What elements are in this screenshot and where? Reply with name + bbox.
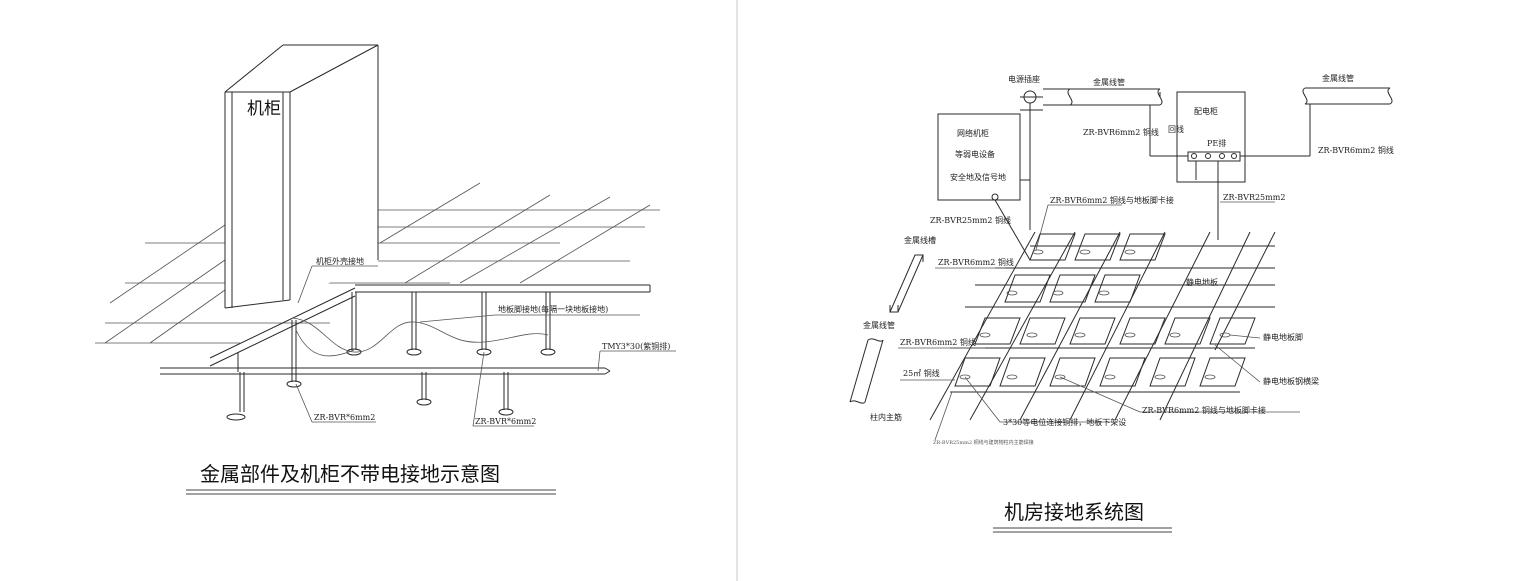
raised-floor-grid (95, 182, 660, 367)
ground-wires (994, 92, 1311, 261)
power-socket: 电源插座 (1008, 74, 1043, 104)
svg-text:等弱电设备: 等弱电设备 (955, 149, 995, 159)
svg-text:网络机柜: 网络机柜 (957, 128, 989, 138)
svg-text:柱内主筋: 柱内主筋 (870, 412, 902, 422)
svg-text:ZR-BVR6mm2 铜线: ZR-BVR6mm2 铜线 (1318, 145, 1394, 155)
left-diagram: 机柜 (95, 44, 676, 495)
svg-text:安全地及信号地: 安全地及信号地 (950, 172, 1006, 182)
svg-text:ZR-BVR25mm2: ZR-BVR25mm2 (1223, 193, 1285, 202)
distribution-cabinet: 配电柜 回线 PE排 (1168, 91, 1246, 183)
svg-text:ZR-BVR6mm2 铜线与地板脚卡接: ZR-BVR6mm2 铜线与地板脚卡接 (1142, 405, 1266, 415)
svg-text:ZR-BVR6mm2 铜线与地板脚卡接: ZR-BVR6mm2 铜线与地板脚卡接 (1050, 195, 1174, 205)
pedestal-ground-label: 地板脚接地(每隔一块地板接地) (498, 304, 608, 314)
left-caption: 金属部件及机柜不带电接地示意图 (200, 462, 500, 486)
network-cabinet: 网络机柜 等弱电设备 安全地及信号地 (937, 113, 1021, 201)
busbar-label: TMY3*30(紫铜排) (602, 341, 670, 351)
cabinet-label: 机柜 (247, 99, 281, 119)
right-side-labels: 静电地板 静电地板脚 静电地板钢横梁 3*30等电位连接铜排，地板下架设 ZR-… (933, 277, 1319, 446)
upper-wire-labels: ZR-BVR6mm2 铜线 ZR-BVR6mm2 铜线 ZR-BVR25mm2 … (930, 127, 1394, 251)
svg-text:金属线管: 金属线管 (863, 320, 895, 330)
svg-text:ZR-BVR6mm2 铜线: ZR-BVR6mm2 铜线 (938, 257, 1014, 267)
cabinet-ground-label: 机柜外壳接地 (316, 256, 364, 266)
svg-text:PE排: PE排 (1207, 138, 1226, 148)
right-caption: 机房接地系统图 (1004, 500, 1144, 524)
svg-text:ZR-BVR6mm2 铜线: ZR-BVR6mm2 铜线 (900, 337, 976, 347)
svg-text:金属线槽: 金属线槽 (904, 235, 936, 245)
wire-label-b: ZR-BVR*6mm2 (475, 417, 536, 426)
svg-text:回线: 回线 (1168, 124, 1184, 134)
left-labels: 机柜外壳接地 地板脚接地(每隔一块地板接地) TMY3*30(紫铜排) ZR-B… (295, 256, 676, 427)
conduit-top: 金属线管 (1043, 77, 1163, 106)
svg-text:金属线管: 金属线管 (1093, 77, 1125, 87)
conduit-left: 金属线管 ZR-BVR6mm2 铜线 25㎡ 铜线 柱内主筋 (849, 320, 985, 422)
floor-tiles (954, 233, 1256, 387)
floor-pedestals (226, 292, 556, 421)
wire-label-a: ZR-BVR*6mm2 (314, 413, 375, 422)
svg-text:3*30等电位连接铜排，地板下架设: 3*30等电位连接铜排，地板下架设 (1003, 417, 1126, 427)
svg-text:ZR-BVR25mm2 铜线: ZR-BVR25mm2 铜线 (930, 215, 1011, 225)
svg-text:25㎡ 铜线: 25㎡ 铜线 (903, 368, 940, 378)
cabinet: 机柜 (224, 44, 379, 309)
svg-text:静电地板钢横梁: 静电地板钢横梁 (1263, 376, 1319, 386)
svg-text:配电柜: 配电柜 (1194, 106, 1218, 116)
right-diagram: 电源插座 金属线管 金属线管 网络机柜 等弱电设备 安全地及信号地 配 (849, 73, 1394, 533)
copper-busbar (160, 317, 611, 375)
svg-text:金属线管: 金属线管 (1322, 73, 1354, 83)
svg-text:静电地板: 静电地板 (1186, 277, 1218, 287)
metal-tray: 金属线槽 ZR-BVR6mm2 铜线 (889, 235, 1014, 313)
svg-text:ZR-BVR25mm2 铜线与建筑物柱内主筋焊接: ZR-BVR25mm2 铜线与建筑物柱内主筋焊接 (933, 439, 1034, 446)
svg-text:静电地板脚: 静电地板脚 (1263, 332, 1303, 342)
svg-text:ZR-BVR6mm2 铜线: ZR-BVR6mm2 铜线 (1083, 127, 1159, 137)
svg-text:电源插座: 电源插座 (1008, 74, 1040, 84)
conduit-top-right: 金属线管 (1302, 73, 1393, 105)
